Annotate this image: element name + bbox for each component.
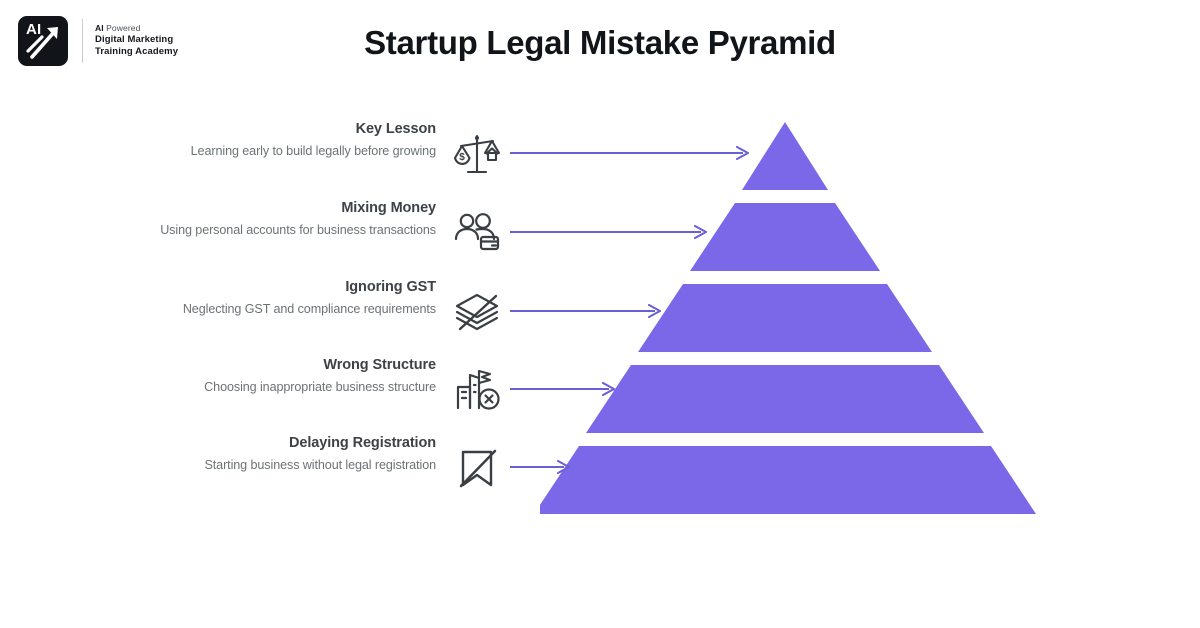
row-arrow — [510, 303, 675, 326]
row-description: Choosing inappropriate business structur… — [204, 380, 436, 395]
brand-line1-bold: AI — [95, 23, 104, 34]
row-text-block: Mixing Money Using personal accounts for… — [120, 199, 436, 239]
upward-arrow-icon — [26, 27, 58, 59]
paper-stack-slashed-icon — [452, 287, 502, 337]
pyramid-level-5 — [534, 446, 1036, 514]
row-description: Learning early to build legally before g… — [190, 144, 436, 159]
pyramid-chart — [534, 100, 1060, 520]
row-title: Mixing Money — [341, 200, 436, 216]
two-people-credit-card-icon — [452, 208, 502, 258]
page-title: Startup Legal Mistake Pyramid — [364, 24, 836, 61]
pyramid-row-wrong-structure: Wrong Structure Choosing inappropriate b… — [0, 356, 1200, 434]
brand-line1-rest: Powered — [103, 23, 141, 34]
pyramid-row-key-lesson: Key Lesson Learning early to build legal… — [0, 120, 1200, 198]
logo-divider — [82, 19, 83, 63]
row-description: Using personal accounts for business tra… — [160, 223, 436, 238]
pyramid-row-delaying-registration: Delaying Registration Starting business … — [0, 434, 1200, 512]
brand-line3: Training Academy — [95, 46, 179, 58]
row-description: Neglecting GST and compliance requiremen… — [182, 302, 436, 317]
pyramid-level-4 — [586, 365, 984, 433]
pyramid-level-2 — [690, 203, 880, 271]
row-description: Starting business without legal registra… — [204, 458, 436, 473]
logo-mark: AI — [18, 16, 68, 66]
row-title: Ignoring GST — [345, 279, 436, 295]
scales-balance-money-house-icon: $ — [452, 129, 502, 179]
logo-ai-text: AI — [26, 21, 42, 38]
row-title: Key Lesson — [355, 121, 437, 137]
row-title: Wrong Structure — [323, 357, 436, 373]
brand-logo: AI AI Powered Digital Marketing Training… — [18, 16, 178, 66]
pyramid-row-ignoring-gst: Ignoring GST Neglecting GST and complian… — [0, 278, 1200, 356]
row-text-block: Wrong Structure Choosing inappropriate b… — [120, 356, 436, 396]
pyramid-row-mixing-money: Mixing Money Using personal accounts for… — [0, 199, 1200, 277]
building-x-circle-icon — [452, 365, 502, 415]
row-arrow — [510, 224, 720, 247]
bookmark-slashed-icon — [452, 443, 502, 493]
row-arrow — [510, 381, 630, 404]
pyramid-level-1 — [742, 122, 828, 190]
brand-line2: Digital Marketing — [95, 34, 174, 46]
pyramid-level-3 — [638, 284, 932, 352]
row-text-block: Key Lesson Learning early to build legal… — [120, 120, 436, 160]
row-title: Delaying Registration — [289, 435, 436, 451]
row-arrow — [510, 459, 590, 482]
row-text-block: Ignoring GST Neglecting GST and complian… — [120, 278, 436, 318]
brand-wordmark: AI Powered Digital Marketing Training Ac… — [95, 23, 178, 58]
row-arrow — [510, 145, 760, 168]
row-text-block: Delaying Registration Starting business … — [120, 434, 436, 474]
svg-text:$: $ — [459, 152, 465, 163]
